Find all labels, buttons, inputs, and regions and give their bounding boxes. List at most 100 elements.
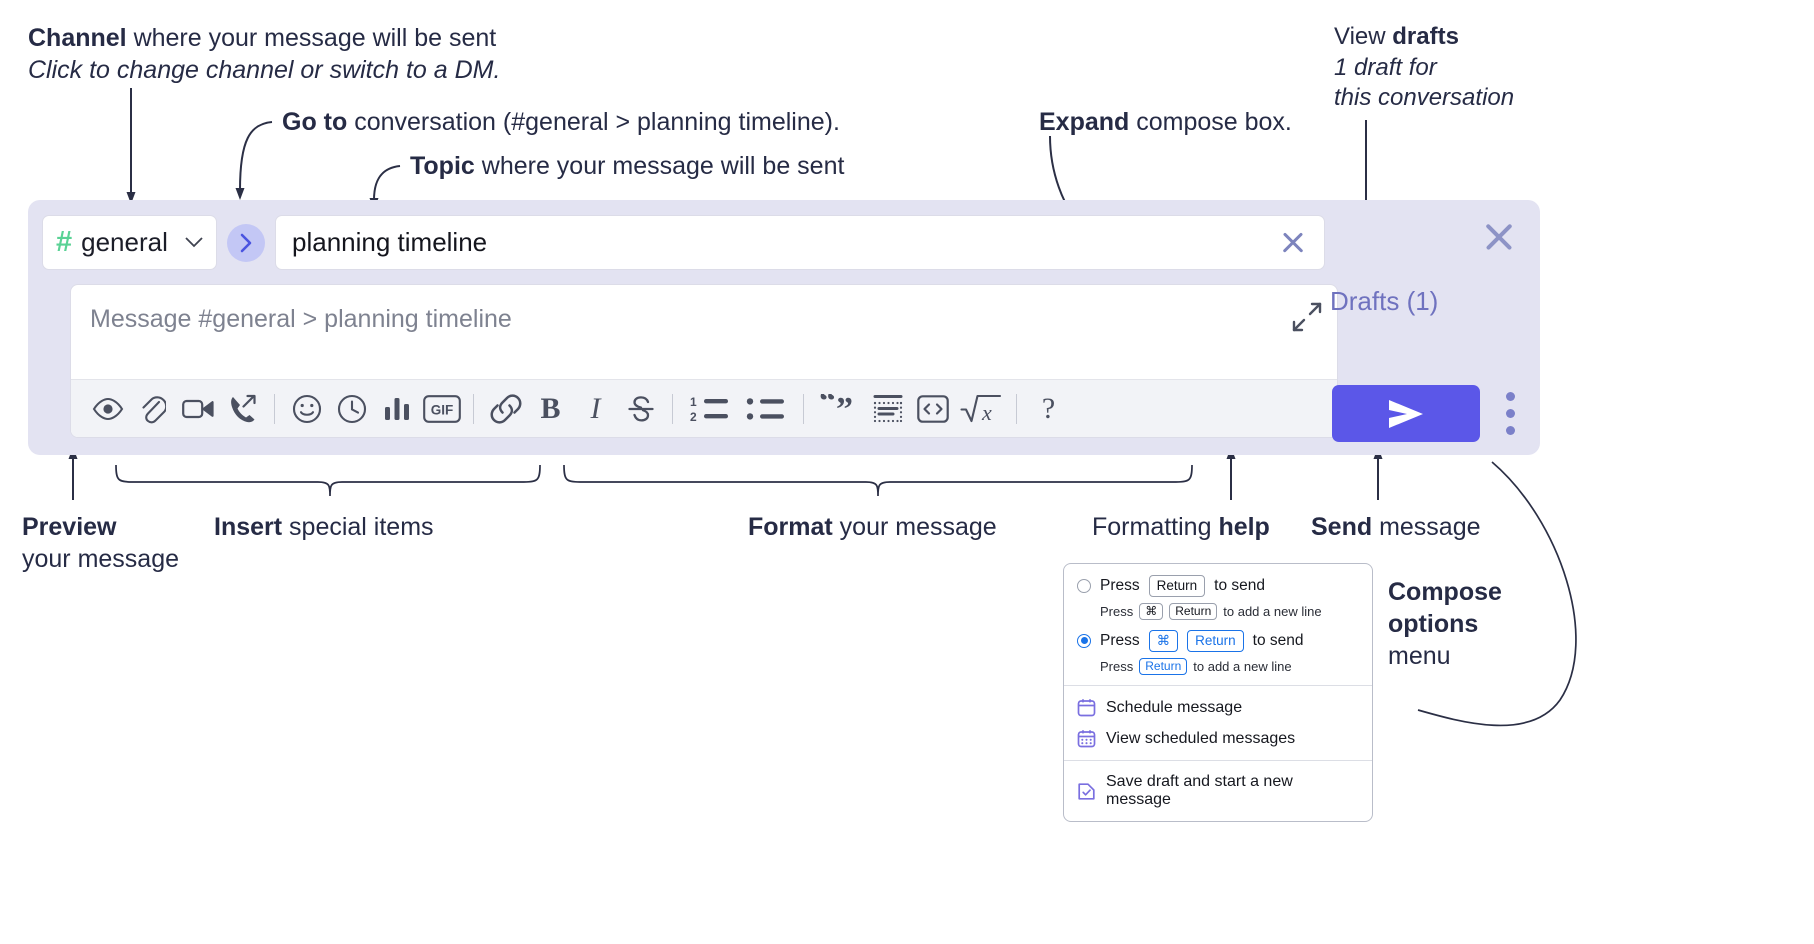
- draft-section: Save draft and start a new message: [1064, 761, 1372, 821]
- svg-text:x: x: [981, 400, 992, 425]
- svg-text:GIF: GIF: [430, 402, 453, 417]
- topic-input[interactable]: planning timeline: [275, 215, 1325, 270]
- hash-icon: #: [56, 226, 73, 258]
- annotation-channel-bold: Channel: [28, 24, 127, 52]
- annotation-goto-bold: Go to: [282, 108, 348, 136]
- menu-option1-sub: Press ⌘ Return to add a new line: [1064, 599, 1372, 623]
- annotation-drafts-italic1: 1 draft for: [1334, 53, 1437, 81]
- emoji-icon[interactable]: [284, 386, 329, 431]
- italic-icon[interactable]: I: [573, 386, 618, 431]
- annotation-send-bold: Send: [1311, 513, 1373, 541]
- menu-radio-cmd-return[interactable]: Press ⌘ Return to send: [1064, 628, 1372, 654]
- goto-conversation-button[interactable]: [227, 223, 265, 262]
- annotation-topic: Topic where your message will be sent: [410, 150, 844, 182]
- menu-option2-pre: Press: [1100, 631, 1140, 649]
- menu-option2-sub: Press Return to add a new line: [1064, 654, 1372, 678]
- annotation-format-rest: your message: [832, 513, 997, 541]
- annotation-compose-bold2: options: [1388, 610, 1479, 638]
- help-label: ?: [1041, 391, 1056, 425]
- toolbar-separator: [274, 393, 275, 424]
- message-compose-panel: Message #general > planning timeline: [70, 284, 1338, 438]
- annotation-expand: Expand compose box.: [1039, 106, 1292, 138]
- annotation-preview-bold: Preview: [22, 513, 117, 541]
- kebab-dot: [1506, 426, 1515, 435]
- kebab-dot: [1506, 409, 1515, 418]
- menu-item-save-draft[interactable]: Save draft and start a new message: [1064, 767, 1372, 815]
- help-icon[interactable]: ?: [1026, 386, 1071, 431]
- bulleted-list-icon[interactable]: [738, 386, 794, 431]
- annotation-goto: Go to conversation (#general > planning …: [282, 106, 840, 138]
- key-return: Return: [1187, 630, 1244, 652]
- annotation-channel-italic: Click to change channel or switch to a D…: [28, 56, 501, 84]
- send-button[interactable]: [1332, 385, 1480, 442]
- link-icon[interactable]: [483, 386, 528, 431]
- svg-text:2: 2: [690, 410, 697, 423]
- gif-icon[interactable]: GIF: [419, 386, 464, 431]
- attachment-icon[interactable]: [130, 386, 175, 431]
- inline-code-icon[interactable]: [910, 386, 955, 431]
- annotation-topic-rest: where your message will be sent: [474, 152, 845, 180]
- compose-options-button[interactable]: [1506, 392, 1516, 436]
- annotation-insert-rest: special items: [282, 513, 434, 541]
- key-return: Return: [1169, 602, 1218, 621]
- code-block-icon[interactable]: [865, 386, 910, 431]
- annotation-expand-rest: compose box.: [1129, 108, 1292, 136]
- formatting-toolbar: GIF B I: [71, 379, 1337, 437]
- annotation-compose-bold1: Compose: [1388, 578, 1502, 606]
- annotation-format-bold: Format: [748, 513, 833, 541]
- clear-topic-icon[interactable]: [1278, 228, 1308, 258]
- menu-item-label: Save draft and start a new message: [1106, 773, 1293, 809]
- annotation-help: Formatting help: [1092, 511, 1270, 543]
- italic-label: I: [590, 391, 601, 425]
- annotation-format: Format your message: [748, 511, 997, 543]
- send-icon: [1389, 399, 1423, 428]
- channel-selector[interactable]: # general: [42, 215, 217, 270]
- expand-icon[interactable]: [1291, 301, 1323, 333]
- radio-icon[interactable]: [1077, 578, 1091, 593]
- bold-label: B: [540, 391, 561, 425]
- calendar-icon: [1077, 699, 1096, 717]
- ordered-list-icon[interactable]: 1 2: [682, 386, 738, 431]
- topic-value: planning timeline: [292, 227, 488, 257]
- annotation-drafts-italic2: this conversation: [1334, 84, 1515, 112]
- video-icon[interactable]: [175, 386, 220, 431]
- preview-icon[interactable]: [85, 386, 130, 431]
- blockquote-icon[interactable]: “ ”: [813, 386, 865, 431]
- menu-item-view-scheduled[interactable]: View scheduled messages: [1064, 723, 1372, 754]
- annotation-compose-rest: menu: [1388, 642, 1451, 670]
- menu-divider: [1064, 760, 1372, 762]
- menu-item-schedule-message[interactable]: Schedule message: [1064, 692, 1372, 723]
- audio-call-icon[interactable]: [220, 386, 265, 431]
- annotation-help-bold: help: [1218, 513, 1270, 541]
- menu-item-label: View scheduled messages: [1106, 729, 1296, 747]
- message-input[interactable]: Message #general > planning timeline: [90, 305, 512, 333]
- svg-text:“: “: [819, 394, 836, 420]
- save-draft-icon: [1078, 783, 1095, 800]
- kebab-dot: [1506, 392, 1515, 401]
- poll-icon[interactable]: [374, 386, 419, 431]
- menu-item-label: Schedule message: [1106, 698, 1243, 716]
- toolbar-separator: [672, 393, 673, 424]
- radio-selected-icon[interactable]: [1077, 633, 1091, 648]
- toolbar-separator: [803, 393, 804, 424]
- strikethrough-icon[interactable]: [618, 386, 663, 431]
- key-return: Return: [1139, 657, 1188, 676]
- menu-option1-sub-post: to add a new line: [1223, 603, 1322, 619]
- clock-icon[interactable]: [329, 386, 374, 431]
- drafts-link[interactable]: Drafts (1): [1330, 286, 1439, 316]
- send-shortcut-options: Press Return to send Press ⌘ Return to a…: [1064, 564, 1372, 685]
- annotation-send: Send message: [1311, 511, 1481, 543]
- close-icon[interactable]: [1482, 220, 1516, 254]
- bold-icon[interactable]: B: [528, 386, 573, 431]
- menu-option2-sub-post: to add a new line: [1193, 658, 1292, 674]
- calendar-grid-icon: [1077, 730, 1096, 748]
- annotation-insert: Insert special items: [214, 511, 434, 543]
- key-return: Return: [1148, 575, 1206, 597]
- annotation-preview-line2: your message: [22, 545, 180, 573]
- annotation-drafts-pre: View: [1334, 23, 1393, 50]
- compose-header-row: # general planning timeline: [42, 215, 1325, 270]
- menu-radio-return[interactable]: Press Return to send: [1064, 573, 1372, 599]
- compose-widget: # general planning timeline Message #gen…: [28, 200, 1540, 455]
- math-icon[interactable]: x: [955, 386, 1007, 431]
